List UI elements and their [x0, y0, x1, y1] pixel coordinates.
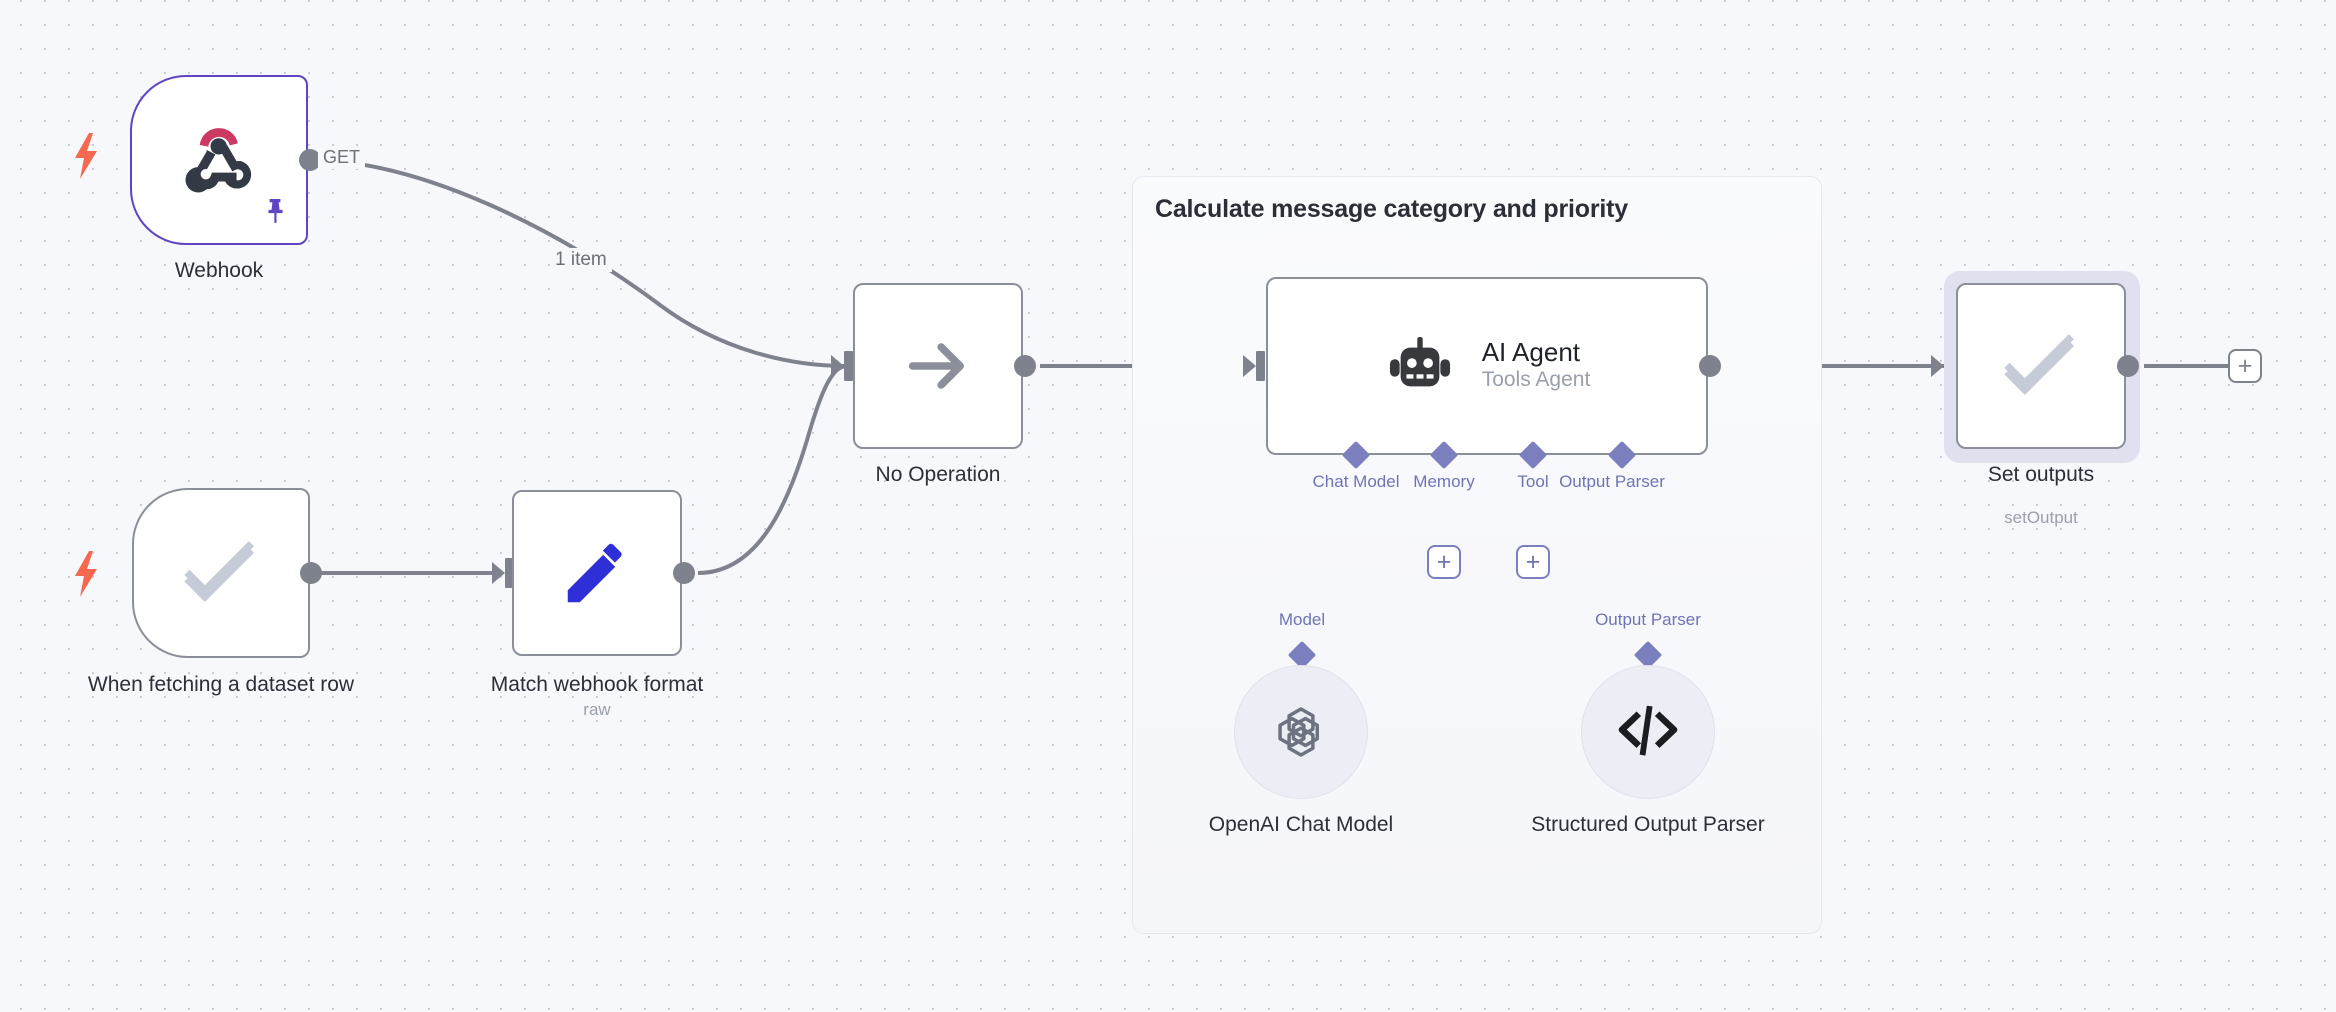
- pin-icon-webhook[interactable]: [262, 196, 288, 228]
- openai-icon: [1270, 701, 1332, 763]
- pencil-icon: [558, 534, 636, 612]
- arrow-right-icon: [900, 328, 976, 404]
- output-port-webhook[interactable]: [299, 149, 321, 171]
- input-port-ai-agent[interactable]: [1256, 351, 1265, 381]
- edge-label-item-count: 1 item: [550, 248, 612, 272]
- subnode-port-label-model: Model: [1278, 610, 1326, 629]
- robot-icon: [1384, 335, 1456, 397]
- ai-port-label-output-parser: Output Parser: [1559, 472, 1665, 491]
- ai-port-label-memory: Memory: [1413, 472, 1475, 491]
- group-panel-title: Calculate message category and priority: [1155, 195, 1628, 223]
- node-when-fetching-dataset-row[interactable]: [132, 488, 310, 658]
- node-label-match-webhook-format: Match webhook format: [490, 673, 704, 696]
- node-sublabel-set-outputs: setOutput: [2004, 508, 2078, 527]
- output-port-match-webhook-format[interactable]: [673, 562, 695, 584]
- node-match-webhook-format[interactable]: [512, 490, 682, 656]
- output-port-set-outputs[interactable]: [2117, 355, 2139, 377]
- subnode-openai-chat-model[interactable]: [1234, 665, 1368, 799]
- subnode-label-structured-output-parser: Structured Output Parser: [1531, 813, 1765, 836]
- node-sublabel-match-webhook-format: raw: [583, 700, 611, 719]
- trigger-bolt-icon-fetch-dataset: [72, 551, 100, 597]
- double-check-icon: [1997, 322, 2085, 410]
- input-arrow-match-webhook-format: [492, 562, 505, 584]
- ai-port-label-chat-model: Chat Model: [1312, 472, 1400, 491]
- webhook-icon: [180, 121, 258, 199]
- trigger-bolt-icon-webhook: [72, 133, 100, 179]
- node-label-no-operation: No Operation: [875, 463, 1001, 486]
- subnode-port-label-output-parser: Output Parser: [1595, 610, 1701, 629]
- add-memory-button[interactable]: +: [1427, 545, 1461, 579]
- input-arrow-ai-agent: [1243, 355, 1256, 377]
- node-no-operation[interactable]: [853, 283, 1023, 449]
- node-webhook[interactable]: [130, 75, 308, 245]
- code-brackets-icon: [1617, 704, 1679, 760]
- node-label-webhook: Webhook: [174, 259, 264, 282]
- subnode-structured-output-parser[interactable]: [1581, 665, 1715, 799]
- input-arrow-no-operation: [831, 355, 844, 377]
- node-label-when-fetching-dataset-row: When fetching a dataset row: [87, 673, 355, 696]
- output-port-no-operation[interactable]: [1014, 355, 1036, 377]
- ai-port-label-tool: Tool: [1517, 472, 1549, 491]
- output-port-ai-agent[interactable]: [1699, 355, 1721, 377]
- edge-label-get: GET: [318, 146, 366, 169]
- node-label-set-outputs: Set outputs: [1987, 463, 2095, 486]
- input-port-no-operation[interactable]: [844, 351, 853, 381]
- node-subtitle-ai-agent: Tools Agent: [1481, 368, 1591, 392]
- subnode-label-openai-chat-model: OpenAI Chat Model: [1208, 813, 1394, 836]
- add-node-button[interactable]: +: [2228, 349, 2262, 383]
- node-set-outputs[interactable]: [1956, 283, 2126, 449]
- add-tool-button[interactable]: +: [1516, 545, 1550, 579]
- input-arrow-set-outputs: [1931, 355, 1944, 377]
- node-ai-agent[interactable]: AI Agent Tools Agent: [1266, 277, 1708, 455]
- input-port-match-webhook-format[interactable]: [505, 558, 514, 588]
- double-check-icon: [177, 529, 265, 617]
- node-title-ai-agent: AI Agent: [1481, 336, 1581, 367]
- output-port-when-fetching-dataset-row[interactable]: [300, 562, 322, 584]
